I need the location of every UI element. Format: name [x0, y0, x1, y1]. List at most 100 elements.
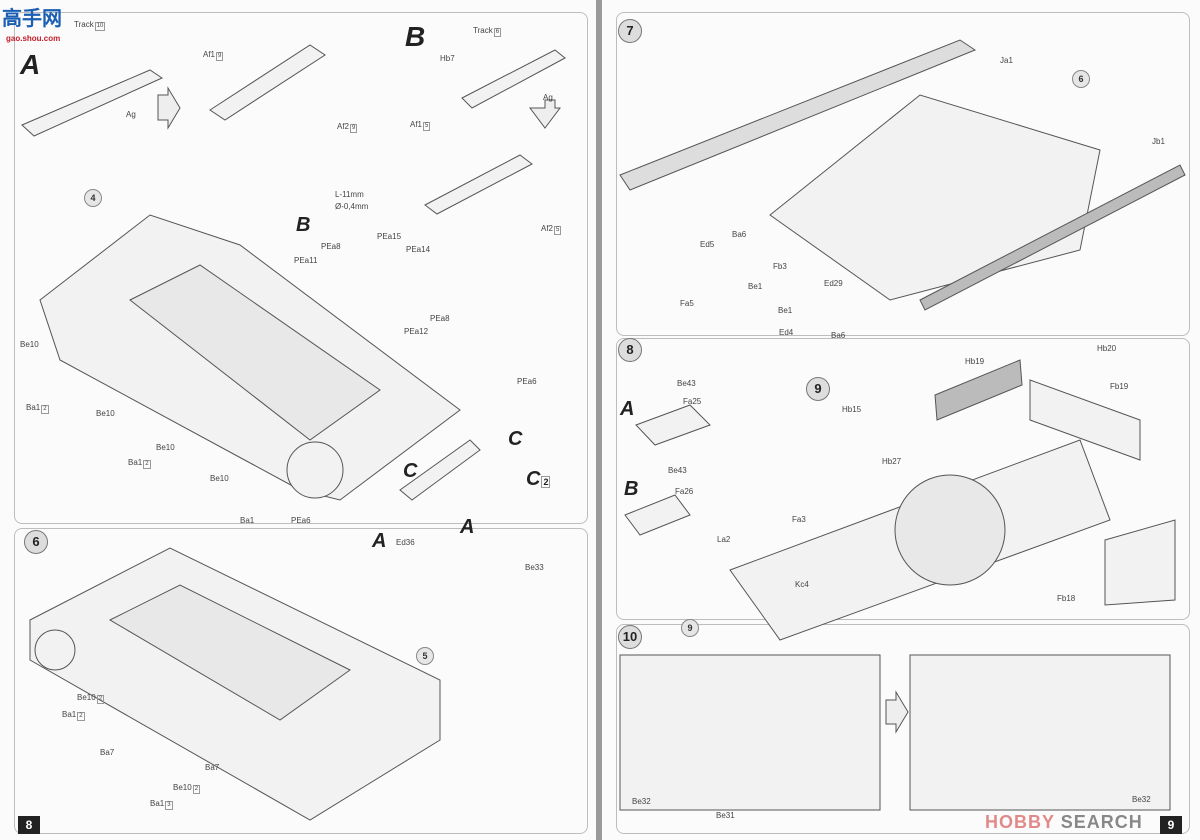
step-ref: 6: [1072, 70, 1090, 88]
hull-step4-floor: [129, 264, 381, 441]
detail-view-after: [909, 654, 1171, 811]
watermark-hobbysearch: HOBBY SEARCH: [985, 812, 1143, 832]
part-label: Ed29: [824, 279, 843, 288]
pe-label: PEa6: [291, 516, 311, 525]
callout-c: C: [403, 460, 418, 482]
pe-label: PEa12: [404, 327, 429, 336]
part-label: Be32: [632, 797, 651, 806]
detail-view-before: [619, 654, 881, 811]
part-label: Fb19: [1110, 382, 1129, 391]
step-number: 7: [618, 19, 642, 43]
step-number: 9: [806, 377, 830, 401]
sub-step-a: A: [20, 49, 41, 80]
pe-label: PEa8: [321, 242, 341, 251]
part-label: Fa25: [683, 397, 702, 406]
part-label: Hb20: [1097, 344, 1117, 353]
hull-step7: [769, 94, 1101, 301]
part-label: Be10: [210, 474, 229, 483]
arrow-right: [157, 86, 181, 130]
page-number: 8: [18, 816, 40, 834]
part-label: Fb18: [1057, 594, 1076, 603]
page-number: 9: [1160, 816, 1182, 834]
part-label: Ed5: [700, 240, 715, 249]
pe-label: PEa11: [294, 256, 318, 265]
part-label: Hb7: [440, 54, 455, 63]
part-label: Ba7: [100, 748, 115, 757]
part-label: Be10: [156, 443, 175, 452]
idler-wheel: [34, 629, 76, 671]
step-number: 6: [24, 530, 48, 554]
sprocket: [286, 441, 344, 499]
part-label: Ag: [126, 110, 136, 119]
part-label: Ed4: [779, 328, 794, 337]
part-label: Be31: [716, 811, 735, 820]
track-jig: [461, 49, 566, 109]
step-number: 8: [618, 338, 642, 362]
detail-view: [1104, 519, 1176, 606]
hull-step6-floor: [108, 584, 351, 721]
step-6-frame: [14, 528, 588, 834]
wire-diameter: Ø-0,4mm: [335, 202, 369, 211]
part-label: La2: [717, 535, 731, 544]
hatch-fa25: [635, 404, 711, 446]
watermark-logo: 高手网: [2, 8, 62, 30]
part-label: Kc4: [795, 580, 809, 589]
part-label: Be1: [748, 282, 763, 291]
panel-fb19: [1029, 379, 1141, 461]
step-4-frame: [14, 12, 588, 524]
step-ref: 9: [681, 619, 699, 637]
arrow-down: [529, 99, 561, 129]
sub-step-b: B: [405, 21, 426, 52]
pe-label: PEa14: [406, 245, 431, 254]
sub-step-a: A: [620, 398, 635, 420]
pe-label: PEa8: [430, 314, 450, 323]
pe-label: PEa6: [517, 377, 537, 386]
part-label: Ba6: [732, 230, 747, 239]
step-7-frame: [616, 12, 1190, 336]
callout-a: A: [460, 516, 475, 538]
part-label: Hb27: [882, 457, 902, 466]
callout-c: C: [508, 428, 523, 450]
part-label: Hb15: [842, 405, 862, 414]
step-number: 10: [618, 625, 642, 649]
part-label: Fa3: [792, 515, 806, 524]
part-label: Ba1: [240, 516, 255, 525]
part-label: Be1: [778, 306, 793, 315]
part-label: Be10: [20, 340, 39, 349]
part-label: Jb1: [1152, 137, 1165, 146]
part-label: Be10: [96, 409, 115, 418]
turret-ring: [894, 474, 1006, 586]
step-10-frame: [616, 624, 1190, 834]
fender-right: [919, 164, 1186, 311]
part-label: Ba6: [831, 331, 846, 340]
part-label: Be33: [525, 563, 544, 572]
pe-label: PEa15: [377, 232, 402, 241]
step-ref: 5: [416, 647, 434, 665]
part-label: Fb3: [773, 262, 787, 271]
part-label: Be43: [677, 379, 696, 388]
watermark-url: gao.shou.com: [6, 34, 61, 43]
part-label: Ja1: [1000, 56, 1013, 65]
part-label: Ba7: [205, 763, 220, 772]
track-jig: [21, 69, 164, 137]
part-label: Fa5: [680, 299, 694, 308]
track-jig: [209, 44, 326, 121]
panel-hb19: [934, 359, 1023, 421]
hatch-fa26: [624, 494, 691, 536]
arrow-right: [885, 690, 909, 734]
part-label: Ed36: [396, 538, 415, 547]
part-label: Be43: [668, 466, 687, 475]
fender-left: [619, 39, 977, 191]
part-label: Be32: [1132, 795, 1151, 804]
callout-a: A: [372, 530, 387, 552]
